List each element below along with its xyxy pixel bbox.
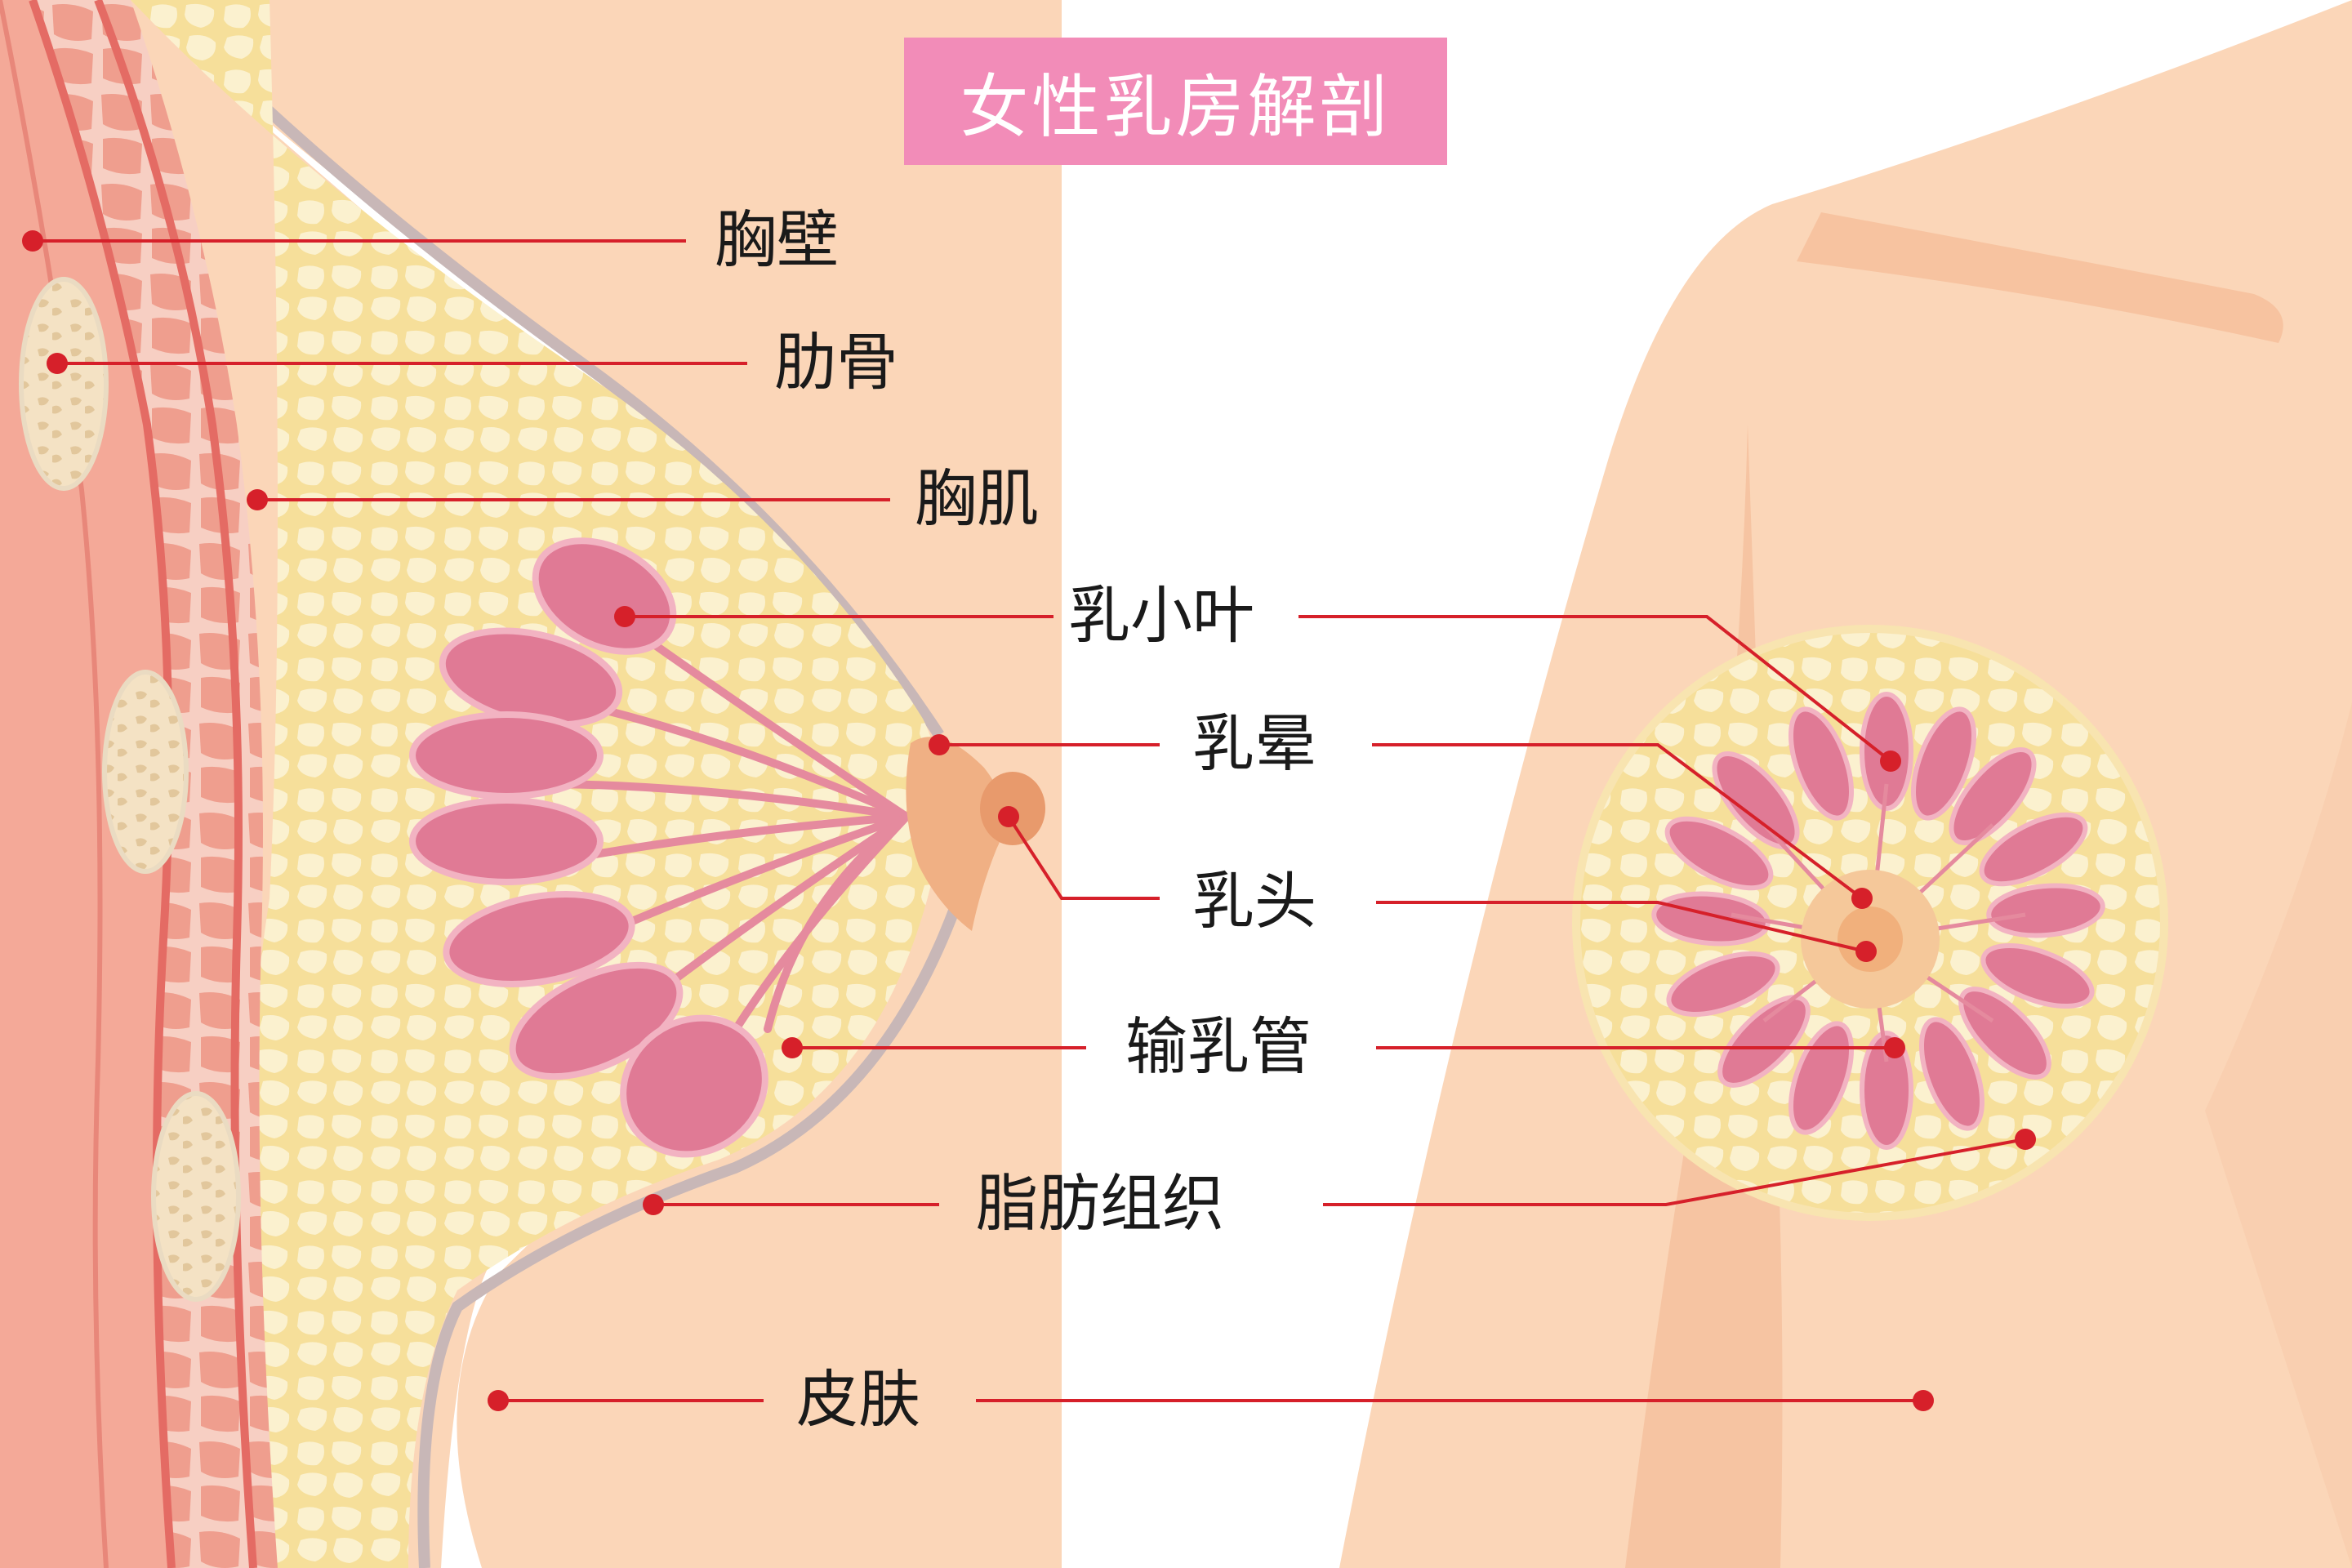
label-nipple: 乳头 [1192,865,1316,938]
label-ribs: 肋骨 [774,326,898,399]
label-fat-tissue: 脂肪组织 [976,1167,1224,1240]
label-pectoral-muscle: 胸肌 [915,462,1039,535]
label-areola: 乳晕 [1192,707,1316,780]
rib-3 [151,1091,241,1302]
label-skin: 皮肤 [796,1363,920,1436]
label-milk-duct: 输乳管 [1125,1010,1312,1083]
rib-1 [19,277,109,491]
rib-2 [102,670,189,874]
label-chest-wall: 胸壁 [715,203,839,276]
diagram-title: 女性乳房解剖 [904,38,1447,165]
label-lobule: 乳小叶 [1068,579,1254,652]
